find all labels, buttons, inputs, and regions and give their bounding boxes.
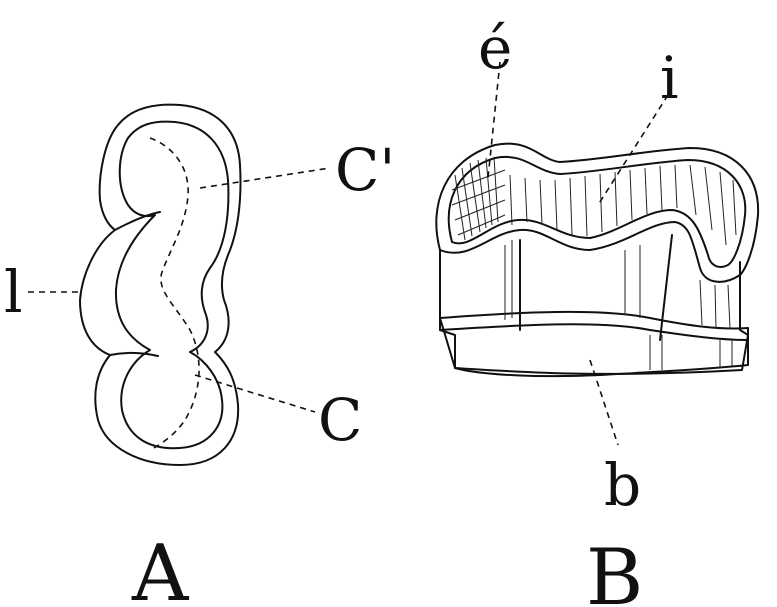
figure-b-perspective: é i b B <box>436 14 758 607</box>
label-b-leader <box>590 360 618 445</box>
label-b: b <box>604 451 641 519</box>
figure-b-fold-right <box>660 235 672 340</box>
label-c: C <box>318 386 362 454</box>
label-e: é <box>478 14 512 82</box>
figure-a-caption: A <box>131 529 190 607</box>
label-l: l <box>4 258 23 326</box>
figure-a-dashed-ridge <box>150 138 199 450</box>
figure-a-cross-section: l C' C A <box>4 105 395 607</box>
figure-b-rim-inner <box>449 157 746 267</box>
label-i: i <box>660 44 679 112</box>
label-c-prime-leader <box>200 168 330 188</box>
label-c-leader <box>195 375 315 412</box>
figure-a-outer-outline <box>80 105 241 465</box>
figure-a-inner-outline <box>116 122 228 449</box>
figure-a-lower-notch <box>110 353 158 356</box>
label-c-prime: C' <box>335 136 395 204</box>
figure-b-enamel-hatch <box>452 157 505 240</box>
figure-b-caption: B <box>586 533 643 607</box>
figure-b-dentine-striations <box>510 165 736 245</box>
